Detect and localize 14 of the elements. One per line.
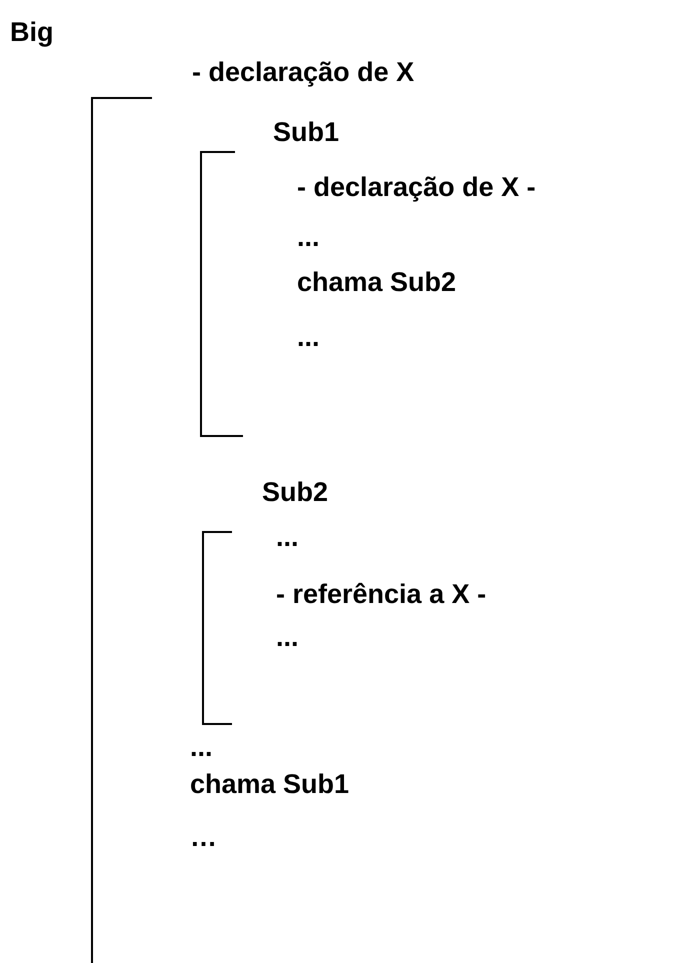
statement: chama Sub1 <box>190 769 350 799</box>
ellipsis: ... <box>297 322 320 352</box>
scope-name: Sub1 <box>273 117 340 147</box>
ellipsis: ... <box>190 732 213 762</box>
statement: chama Sub2 <box>297 267 456 297</box>
scope-name: Sub2 <box>262 477 328 507</box>
ellipsis: ... <box>276 522 299 552</box>
statement: - declaração de X <box>192 57 414 87</box>
ellipsis: ... <box>297 222 320 252</box>
ellipsis: … <box>190 822 217 852</box>
statement: - declaração de X - <box>297 172 536 202</box>
scope-name: Big <box>10 17 54 47</box>
ellipsis: ... <box>276 622 299 652</box>
statement: - referência a X - <box>276 579 486 609</box>
